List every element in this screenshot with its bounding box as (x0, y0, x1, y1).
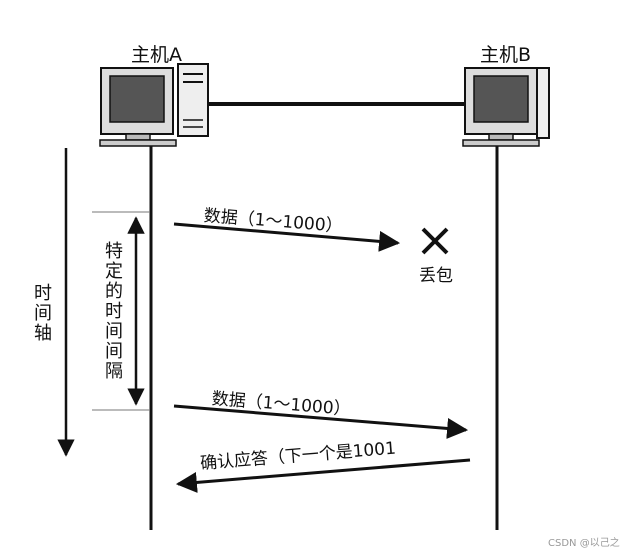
host-a-computer-icon (99, 63, 209, 147)
host-a-label: 主机A (131, 44, 182, 66)
host-b-label: 主机B (480, 44, 532, 66)
interval-bracket (92, 211, 150, 411)
host-b-computer-icon (462, 67, 550, 147)
ack-arrow (175, 458, 471, 493)
resend-arrow (173, 404, 469, 439)
first-send-arrow (173, 222, 401, 252)
packet-lost-label: 丢包 (419, 266, 453, 286)
watermark: CSDN @以己之 (548, 538, 620, 549)
packet-lost-cross-icon (421, 227, 449, 255)
time-axis-label: 时间轴 (34, 283, 52, 344)
interval-label: 特定的时间间隔 (105, 241, 123, 382)
